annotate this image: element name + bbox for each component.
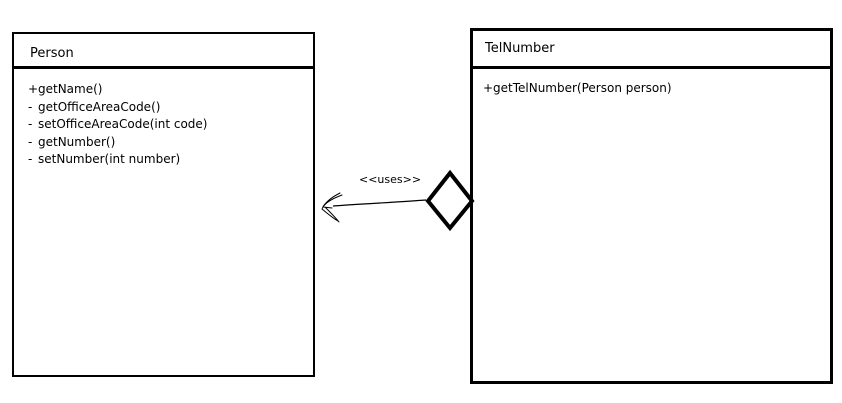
person-operation: -getOfficeAreaCode() [28, 99, 207, 117]
telnumber-operations-list: +getTelNumber(Person person) [483, 80, 672, 98]
uses-stereotype-label: <<uses>> [359, 173, 422, 186]
operation-signature: getOfficeAreaCode() [38, 99, 161, 114]
operation-signature: getTelNumber(Person person) [493, 81, 672, 95]
aggregation-diamond [425, 169, 475, 232]
person-operation: -getNumber() [28, 134, 207, 152]
operation-visibility: + [483, 81, 494, 95]
operation-signature: getName() [38, 82, 103, 96]
operation-visibility: - [28, 134, 33, 149]
operation-visibility: + [28, 82, 39, 96]
person-class-box: Person +getName() -getOfficeAreaCode() -… [12, 32, 315, 377]
telnumber-class-header: TelNumber [473, 31, 830, 69]
person-operation: -setNumber(int number) [28, 151, 207, 169]
operation-signature: setOfficeAreaCode(int code) [38, 117, 208, 131]
open-arrow-head [321, 192, 343, 223]
operation-signature: getNumber() [38, 134, 116, 149]
operation-visibility: - [28, 99, 33, 114]
telnumber-class-box: TelNumber +getTelNumber(Person person) [470, 28, 833, 384]
operation-signature: setNumber(int number) [38, 152, 181, 166]
operation-visibility: - [28, 152, 33, 166]
person-operations-list: +getName() -getOfficeAreaCode() -setOffi… [28, 81, 207, 169]
person-operation: +getName() [28, 81, 207, 99]
person-operation: -setOfficeAreaCode(int code) [28, 116, 207, 134]
operation-visibility: - [28, 117, 33, 131]
telnumber-class-name: TelNumber [485, 41, 555, 56]
person-class-name: Person [30, 46, 74, 61]
telnumber-operation: +getTelNumber(Person person) [483, 80, 672, 98]
person-class-header: Person [14, 34, 313, 69]
association-line [332, 199, 427, 207]
